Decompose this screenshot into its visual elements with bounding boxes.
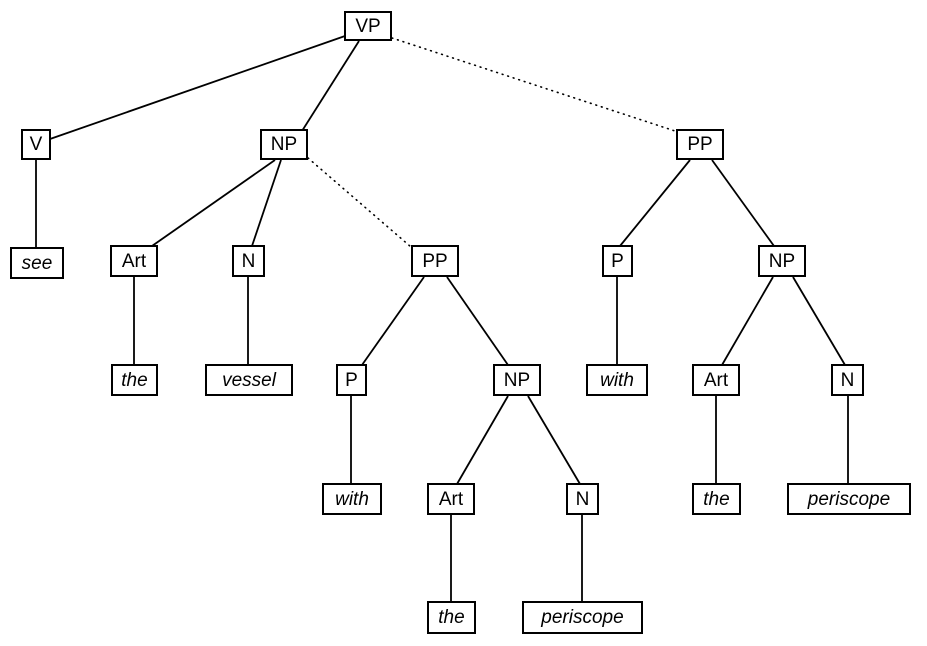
tree-node-label: periscope (541, 607, 624, 628)
tree-node-label: PP (422, 250, 448, 272)
tree-edge-vp-to-pp_right (391, 37, 676, 132)
tree-node-label: the (438, 607, 465, 628)
tree-node-label: NP (768, 250, 796, 272)
tree-edge-np1-to-pp_mid (307, 157, 412, 248)
tree-leaf-the1[interactable]: the (111, 364, 158, 396)
tree-node-label: NP (270, 134, 298, 155)
tree-node-label: with (600, 369, 634, 391)
tree-node-label: the (121, 369, 148, 391)
tree-node-n_m[interactable]: N (566, 483, 599, 515)
tree-node-np_mid[interactable]: NP (493, 364, 541, 396)
tree-node-label: V (29, 134, 43, 155)
tree-leaf-peri_r[interactable]: periscope (787, 483, 911, 515)
tree-leaf-see[interactable]: see (10, 247, 64, 279)
tree-node-label: N (575, 488, 590, 510)
tree-node-label: periscope (807, 488, 891, 510)
tree-edge-pp_right-to-np_right (711, 159, 775, 247)
tree-node-label: vessel (222, 369, 276, 391)
tree-node-label: P (345, 369, 358, 391)
tree-node-vp[interactable]: VP (344, 11, 392, 41)
tree-node-p_mid[interactable]: P (336, 364, 367, 396)
tree-node-label: with (335, 488, 369, 510)
tree-node-label: N (840, 369, 855, 391)
tree-edge-np_mid-to-art_m (456, 395, 509, 485)
tree-edge-np_right-to-art_r (721, 276, 774, 366)
tree-edge-pp_mid-to-p_mid (361, 276, 425, 366)
tree-node-art1[interactable]: Art (110, 245, 158, 277)
tree-edge-pp_right-to-p_right (619, 159, 691, 247)
tree-node-n_r[interactable]: N (831, 364, 864, 396)
tree-leaf-with1[interactable]: with (322, 483, 382, 515)
tree-node-art_r[interactable]: Art (692, 364, 740, 396)
tree-edge-np_mid-to-n_m (527, 395, 581, 485)
tree-leaf-the_r[interactable]: the (692, 483, 741, 515)
tree-leaf-peri_m[interactable]: periscope (522, 601, 643, 634)
tree-edge-np1-to-n1 (251, 159, 282, 247)
tree-edge-np1-to-art1 (151, 159, 276, 247)
tree-node-label: the (703, 488, 730, 510)
tree-edge-np_right-to-n_r (792, 276, 846, 366)
tree-node-p_right[interactable]: P (602, 245, 633, 277)
tree-edge-vp-to-np1 (301, 40, 360, 132)
tree-node-label: NP (503, 369, 531, 391)
tree-node-label: P (611, 250, 624, 272)
tree-node-pp_mid[interactable]: PP (411, 245, 459, 277)
tree-node-label: see (21, 252, 53, 274)
tree-leaf-vessel[interactable]: vessel (205, 364, 293, 396)
tree-edge-vp-to-v (49, 35, 346, 140)
tree-leaf-the_m[interactable]: the (427, 601, 476, 634)
tree-node-np1[interactable]: NP (260, 129, 308, 160)
tree-node-art_m[interactable]: Art (427, 483, 475, 515)
tree-node-label: Art (438, 488, 464, 510)
tree-leaf-with2[interactable]: with (586, 364, 648, 396)
tree-edge-pp_mid-to-np_mid (446, 276, 509, 366)
tree-node-label: Art (121, 250, 147, 272)
tree-node-pp_right[interactable]: PP (676, 129, 724, 160)
tree-node-label: VP (355, 15, 381, 37)
tree-node-label: Art (703, 369, 729, 391)
tree-node-label: N (241, 250, 256, 272)
tree-node-label: PP (687, 134, 713, 155)
tree-node-v[interactable]: V (21, 129, 51, 160)
tree-node-n1[interactable]: N (232, 245, 265, 277)
tree-node-np_right[interactable]: NP (758, 245, 806, 277)
